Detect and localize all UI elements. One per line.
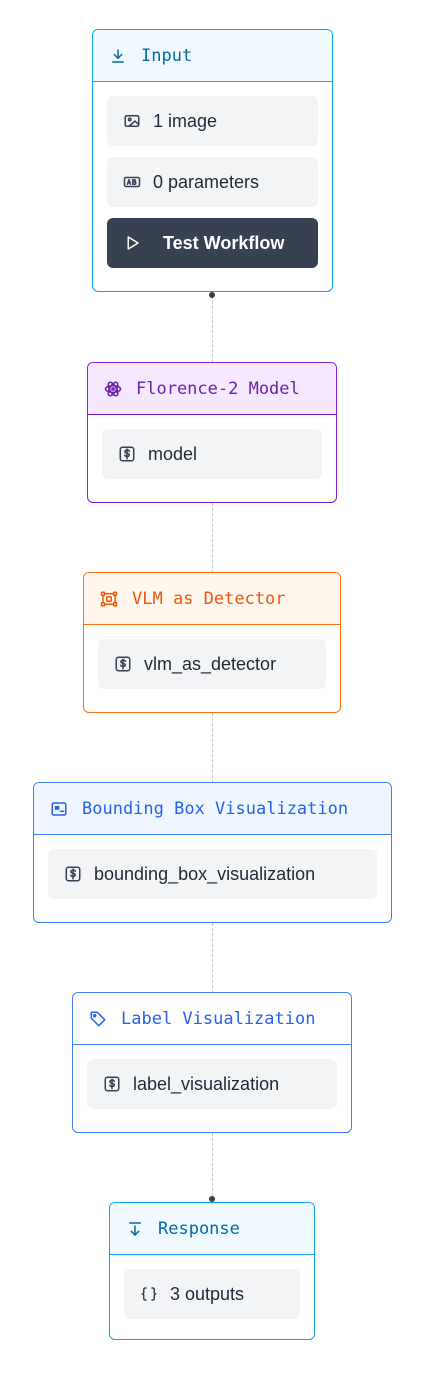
input-handle-dot[interactable] — [209, 1196, 215, 1202]
label-visualization-node[interactable]: Label Visualization label_visualization — [72, 992, 352, 1133]
florence-model-header: Florence-2 Model — [88, 363, 336, 415]
input-node-title: Input — [141, 45, 193, 66]
bounding-box-visualization-title: Bounding Box Visualization — [82, 798, 349, 819]
connector-bbox-label — [212, 923, 213, 993]
response-node-body: 3 outputs — [110, 1255, 314, 1333]
input-images-label: 1 image — [153, 110, 218, 131]
florence-model-output-label: model — [148, 443, 198, 464]
vlm-detector-output-row[interactable]: vlm_as_detector — [98, 639, 326, 689]
label-visualization-body: label_visualization — [73, 1045, 351, 1123]
output-handle-dot[interactable] — [209, 292, 215, 298]
atom-icon — [104, 380, 122, 398]
arrow-down-icon — [126, 1220, 144, 1238]
text-input-icon — [123, 173, 141, 191]
vlm-detector-header: VLM as Detector — [84, 573, 340, 625]
variable-icon — [118, 445, 136, 463]
connector-florence-vlm — [212, 503, 213, 573]
braces-icon — [140, 1285, 158, 1303]
bounding-box-visualization-output-row[interactable]: bounding_box_visualization — [48, 849, 377, 899]
image-icon — [123, 112, 141, 130]
response-outputs-label: 3 outputs — [170, 1283, 245, 1304]
variable-icon — [64, 865, 82, 883]
bounding-box-visualization-header: Bounding Box Visualization — [34, 783, 391, 835]
play-icon — [123, 234, 141, 252]
label-visualization-output-row[interactable]: label_visualization — [87, 1059, 337, 1109]
response-outputs-row[interactable]: 3 outputs — [124, 1269, 300, 1319]
florence-model-node[interactable]: Florence-2 Model model — [87, 362, 337, 503]
variable-icon — [114, 655, 132, 673]
input-images-row[interactable]: 1 image — [107, 96, 318, 146]
input-node[interactable]: Input 1 image 0 parameters — [92, 29, 333, 292]
bounding-box-visualization-output-label: bounding_box_visualization — [94, 863, 316, 884]
response-node-title: Response — [158, 1218, 240, 1239]
test-workflow-label: Test Workflow — [163, 232, 285, 253]
download-icon — [109, 47, 127, 65]
input-parameters-label: 0 parameters — [153, 171, 260, 192]
florence-model-title: Florence-2 Model — [136, 378, 300, 399]
connector-vlm-bbox — [212, 713, 213, 783]
connector-label-response — [212, 1133, 213, 1201]
tag-icon — [89, 1010, 107, 1028]
image-frame-icon — [50, 800, 68, 818]
connector-input-florence — [212, 296, 213, 362]
response-node[interactable]: Response 3 outputs — [109, 1202, 315, 1340]
input-node-header: Input — [93, 30, 332, 82]
variable-icon — [103, 1075, 121, 1093]
bounding-boxes-icon — [100, 590, 118, 608]
input-node-body: 1 image 0 parameters Test Workflow — [93, 82, 332, 282]
vlm-detector-body: vlm_as_detector — [84, 625, 340, 703]
vlm-detector-output-label: vlm_as_detector — [144, 653, 277, 674]
bounding-box-visualization-body: bounding_box_visualization — [34, 835, 391, 913]
vlm-detector-title: VLM as Detector — [132, 588, 286, 609]
label-visualization-header: Label Visualization — [73, 993, 351, 1045]
input-parameters-row[interactable]: 0 parameters — [107, 157, 318, 207]
florence-model-output-row[interactable]: model — [102, 429, 322, 479]
vlm-detector-node[interactable]: VLM as Detector vlm_as_detector — [83, 572, 341, 713]
florence-model-body: model — [88, 415, 336, 493]
test-workflow-button[interactable]: Test Workflow — [107, 218, 318, 268]
response-node-header: Response — [110, 1203, 314, 1255]
bounding-box-visualization-node[interactable]: Bounding Box Visualization bounding_box_… — [33, 782, 392, 923]
label-visualization-output-label: label_visualization — [133, 1073, 280, 1094]
label-visualization-title: Label Visualization — [121, 1008, 316, 1029]
